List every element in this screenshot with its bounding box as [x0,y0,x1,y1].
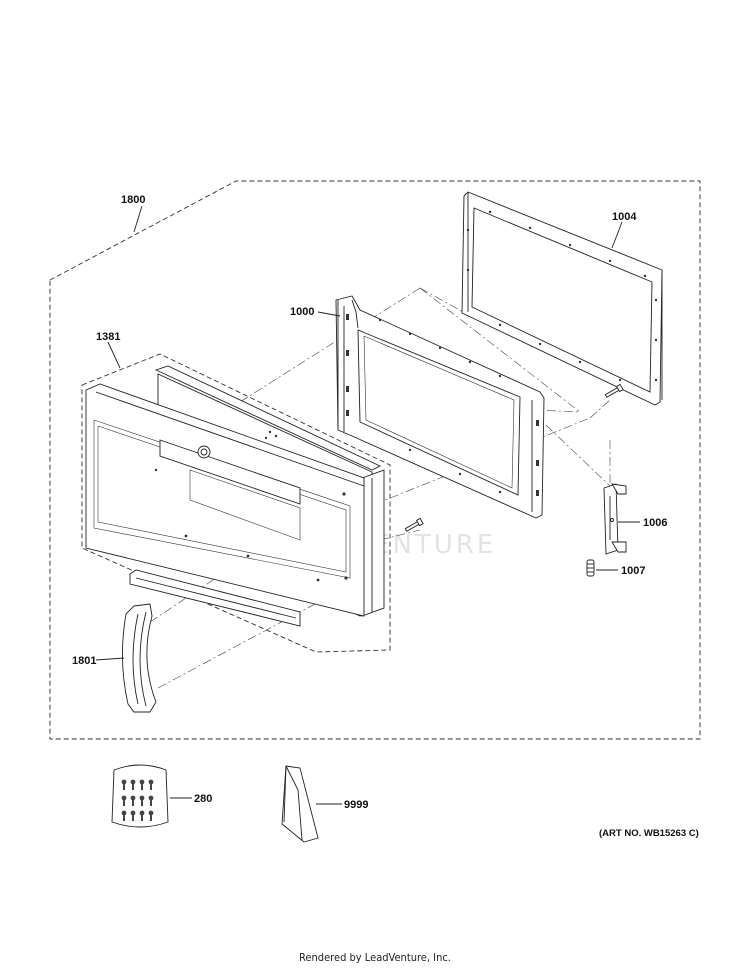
part-1004-frame [461,191,663,406]
footer-credit: Rendered by LeadVenture, Inc. [299,951,451,964]
label-1381: 1381 [96,331,120,343]
label-1006: 1006 [643,517,667,529]
label-1801: 1801 [72,655,96,667]
screw-parts [404,383,624,532]
art-number: (ART NO. WB15263 C) [599,828,699,839]
part-280-screw-bag [111,764,169,828]
callout-lines [95,205,640,805]
part-1801-handle [122,603,157,713]
label-1007: 1007 [621,565,645,577]
assembly-boundary-1800 [49,180,701,740]
label-1004: 1004 [612,211,637,223]
label-1000: 1000 [290,306,314,318]
part-1006-latch [603,483,627,555]
door-boundary-1381 [81,353,391,653]
label-1800: 1800 [121,194,145,206]
part-1007-spring [586,559,595,577]
part-1000-inner-frame [335,295,545,519]
label-280: 280 [194,793,212,805]
part-9999-manual [281,765,319,843]
label-9999: 9999 [344,799,368,811]
part-1381-door-panel [85,365,385,627]
